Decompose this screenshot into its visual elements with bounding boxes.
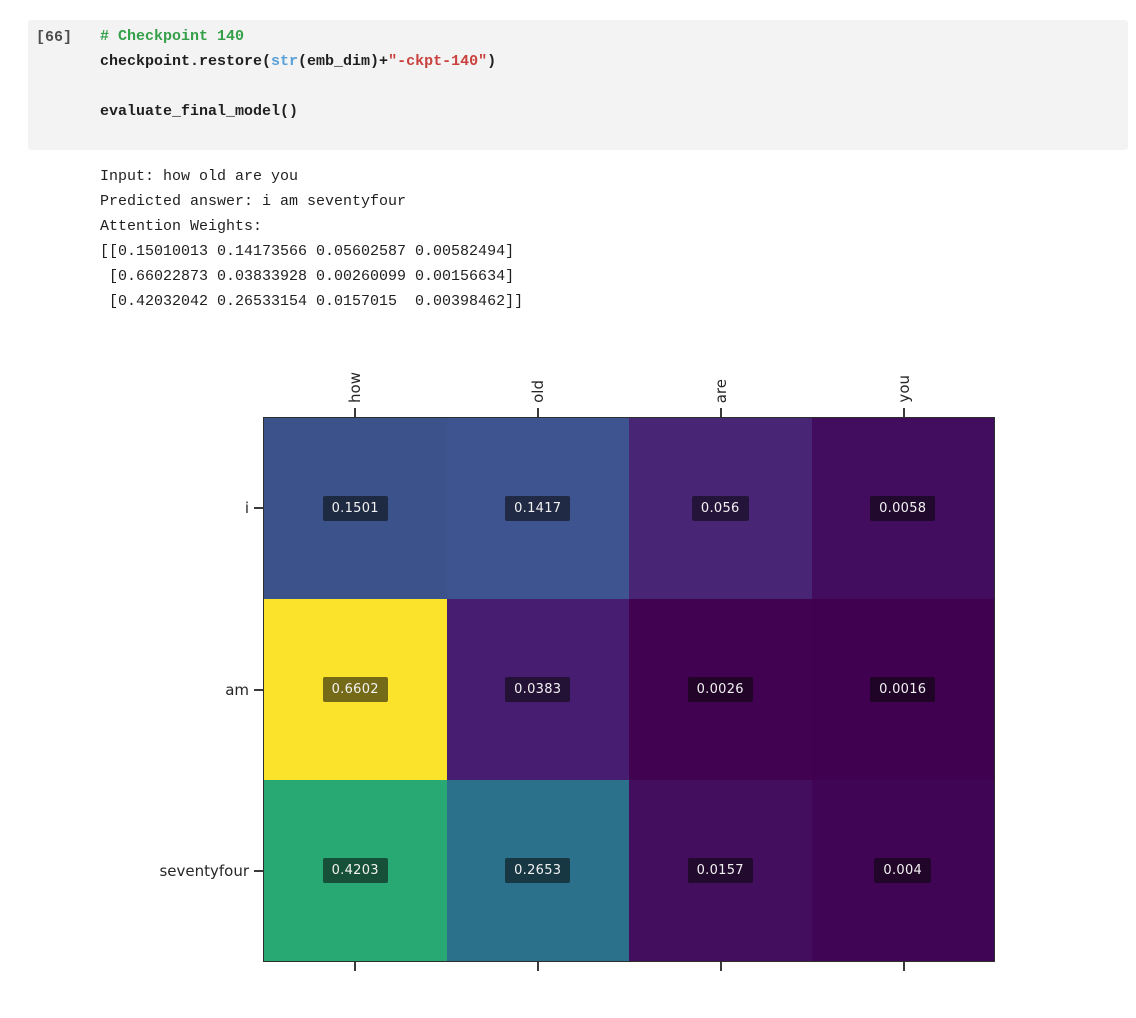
- heatmap-cell: 0.4203: [264, 780, 447, 961]
- heatmap-cell: 0.056: [629, 418, 812, 599]
- y-axis-label: seventyfour: [159, 862, 249, 881]
- x-axis-tick-bottom: [719, 962, 722, 971]
- x-axis-tick-top: [719, 408, 722, 417]
- x-axis-label: how: [345, 372, 364, 403]
- code-comment: # Checkpoint 140: [100, 28, 245, 45]
- code-token: evaluate_final_model(): [100, 103, 299, 120]
- heatmap-cell: 0.0058: [811, 418, 994, 599]
- heatmap-cell: 0.0016: [811, 599, 994, 780]
- code-token-string: "-ckpt-140": [388, 53, 488, 70]
- output-line: Attention Weights:: [100, 218, 263, 235]
- heatmap-cell-value: 0.2653: [505, 858, 571, 883]
- heatmap-cell-value: 0.1501: [322, 496, 388, 521]
- heatmap-cell-value: 0.0157: [687, 858, 753, 883]
- x-axis-label: you: [894, 375, 913, 403]
- x-axis-label: are: [711, 378, 730, 403]
- x-axis-tick-bottom: [353, 962, 356, 971]
- y-axis-tick: [254, 506, 263, 509]
- x-axis-tick-bottom: [536, 962, 539, 971]
- heatmap-cell: 0.1417: [446, 418, 629, 599]
- heatmap-cell-value: 0.0026: [687, 677, 753, 702]
- code-token: checkpoint.restore(: [100, 53, 272, 70]
- output-line: [[0.15010013 0.14173566 0.05602587 0.005…: [100, 243, 515, 260]
- y-axis-label: i: [244, 498, 249, 517]
- output-line: Input: how old are you: [100, 168, 299, 185]
- code-token: (emb_dim)+: [298, 53, 389, 70]
- output-line: [0.42032042 0.26533154 0.0157015 0.00398…: [100, 293, 524, 310]
- code-editor[interactable]: # Checkpoint 140 checkpoint.restore(str(…: [100, 24, 496, 124]
- y-axis-label: am: [225, 680, 249, 699]
- heatmap-cell-value: 0.0058: [870, 496, 936, 521]
- code-cell[interactable]: [28, 20, 1128, 150]
- x-axis-tick-top: [902, 408, 905, 417]
- heatmap-cell-value: 0.004: [874, 858, 932, 883]
- code-token: ): [487, 53, 497, 70]
- heatmap-cell: 0.1501: [264, 418, 447, 599]
- x-axis-tick-top: [353, 408, 356, 417]
- heatmap-cell-value: 0.1417: [505, 496, 571, 521]
- heatmap-cell: 0.6602: [264, 599, 447, 780]
- attention-heatmap: 0.1501 0.1417 0.056 0.0058 0.6602 0.0383 0.002…: [263, 417, 995, 962]
- heatmap-cell: 0.0026: [629, 599, 812, 780]
- output-line: Predicted answer: i am seventyfour: [100, 193, 407, 210]
- heatmap-cell: 0.004: [811, 780, 994, 961]
- heatmap-cell: 0.0383: [446, 599, 629, 780]
- output-line: [0.66022873 0.03833928 0.00260099 0.0015…: [100, 268, 515, 285]
- x-axis-label: old: [528, 380, 547, 403]
- heatmap-cell: 0.0157: [629, 780, 812, 961]
- code-token-builtin: str: [271, 53, 299, 70]
- heatmap-cell-value: 0.6602: [322, 677, 388, 702]
- execution-count: [66]: [36, 29, 73, 46]
- x-axis-tick-top: [536, 408, 539, 417]
- heatmap-cell-value: 0.4203: [322, 858, 388, 883]
- heatmap-cell: 0.2653: [446, 780, 629, 961]
- heatmap-cell-value: 0.056: [691, 496, 749, 521]
- heatmap-cell-value: 0.0383: [505, 677, 571, 702]
- cell-output-text: Input: how old are you Predicted answer:…: [100, 164, 523, 314]
- y-axis-tick: [254, 688, 263, 691]
- heatmap-cell-value: 0.0016: [870, 677, 936, 702]
- y-axis-tick: [254, 870, 263, 873]
- x-axis-tick-bottom: [902, 962, 905, 971]
